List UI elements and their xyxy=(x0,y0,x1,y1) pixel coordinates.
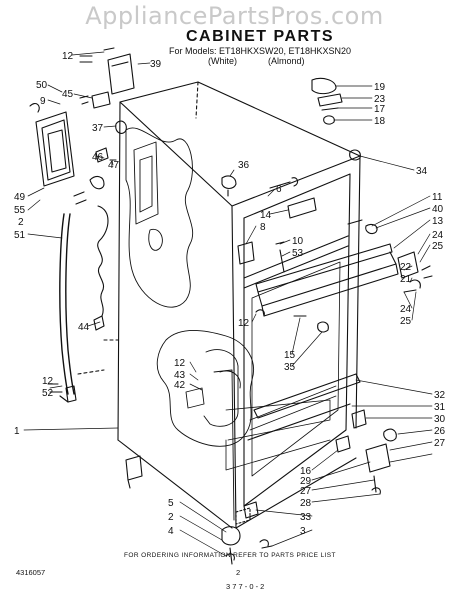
callout-33: 33 xyxy=(300,512,312,523)
callout-12: 12 xyxy=(62,51,74,62)
callout-8: 8 xyxy=(260,222,266,233)
callout-18: 18 xyxy=(374,116,386,127)
callout-52: 52 xyxy=(42,388,54,399)
callout-6: 6 xyxy=(276,184,282,195)
callout-53: 53 xyxy=(292,248,304,259)
callout-47: 47 xyxy=(108,160,120,171)
callout-40: 40 xyxy=(432,204,444,215)
callout-10: 10 xyxy=(292,236,304,247)
callout-25-lower: 25 xyxy=(400,316,412,327)
callout-35: 35 xyxy=(284,362,296,373)
callout-24-upper: 24 xyxy=(432,230,444,241)
callout-23: 23 xyxy=(374,94,386,105)
callout-labels: 12 39 50 9 45 37 46 47 49 55 2 51 44 12 … xyxy=(14,51,446,537)
callout-1: 1 xyxy=(14,426,20,437)
callout-49: 49 xyxy=(14,192,26,203)
callout-2-upper: 2 xyxy=(18,217,24,228)
callout-9: 9 xyxy=(40,96,46,107)
callout-25-upper: 25 xyxy=(432,241,444,252)
cabinet-body xyxy=(117,81,361,529)
variant-almond: (Almond) xyxy=(268,56,305,66)
leader-lines xyxy=(23,51,433,557)
callout-21: 21 xyxy=(400,274,412,285)
diagram-title: CABINET PARTS xyxy=(185,28,335,45)
callout-3: 3 xyxy=(300,526,306,537)
callout-31: 31 xyxy=(434,402,446,413)
upper-left-parts xyxy=(29,47,135,403)
callout-5: 5 xyxy=(168,498,174,509)
callout-55: 55 xyxy=(14,205,26,216)
lower-right-parts xyxy=(243,373,397,549)
model-numbers: For Models: ET18HKXSW20, ET18HKXSN20 xyxy=(168,46,352,56)
callout-34: 34 xyxy=(416,166,428,177)
leveling-leg-parts xyxy=(125,455,269,565)
variant-white: (White) xyxy=(208,56,237,66)
compressor-cutaway xyxy=(156,330,254,447)
callout-26: 26 xyxy=(434,426,446,437)
ordering-note: FOR ORDERING INFORMATION REFER TO PARTS … xyxy=(124,552,336,559)
callout-12-compressor: 12 xyxy=(174,358,186,369)
callout-19: 19 xyxy=(374,82,386,93)
callout-36: 36 xyxy=(238,160,250,171)
callout-45: 45 xyxy=(62,89,74,100)
callout-29: 29 xyxy=(300,476,312,487)
callout-42: 42 xyxy=(174,380,186,391)
callout-30: 30 xyxy=(434,414,446,425)
callout-12-lower-left: 12 xyxy=(42,376,54,387)
callout-22: 22 xyxy=(400,262,412,273)
callout-16: 16 xyxy=(300,466,312,477)
page-number: 2 xyxy=(236,568,241,577)
callout-39: 39 xyxy=(150,59,162,70)
callout-50: 50 xyxy=(36,80,48,91)
callout-43: 43 xyxy=(174,370,186,381)
callout-12-center: 12 xyxy=(238,318,250,329)
callout-13: 13 xyxy=(432,216,444,227)
date-code: 3 7 7 - 0 - 2 xyxy=(226,582,265,591)
callout-2-lower: 2 xyxy=(168,512,174,523)
callout-14: 14 xyxy=(260,210,272,221)
document-number: 4316057 xyxy=(16,568,46,577)
side-cutaway xyxy=(125,127,194,308)
callout-51: 51 xyxy=(14,230,26,241)
watermark: AppliancePartsPros.com xyxy=(85,2,384,30)
callout-46: 46 xyxy=(92,152,104,163)
callout-28: 28 xyxy=(300,498,312,509)
callout-27-lower: 27 xyxy=(300,486,312,497)
upper-right-parts xyxy=(221,77,433,333)
callout-44: 44 xyxy=(78,322,90,333)
callout-15: 15 xyxy=(284,350,296,361)
callout-37: 37 xyxy=(92,123,104,134)
callout-11: 11 xyxy=(432,192,443,203)
callout-17: 17 xyxy=(374,104,386,115)
callout-32: 32 xyxy=(434,390,446,401)
callout-24-lower: 24 xyxy=(400,304,412,315)
callout-4: 4 xyxy=(168,526,174,537)
callout-27-upper: 27 xyxy=(434,438,446,449)
